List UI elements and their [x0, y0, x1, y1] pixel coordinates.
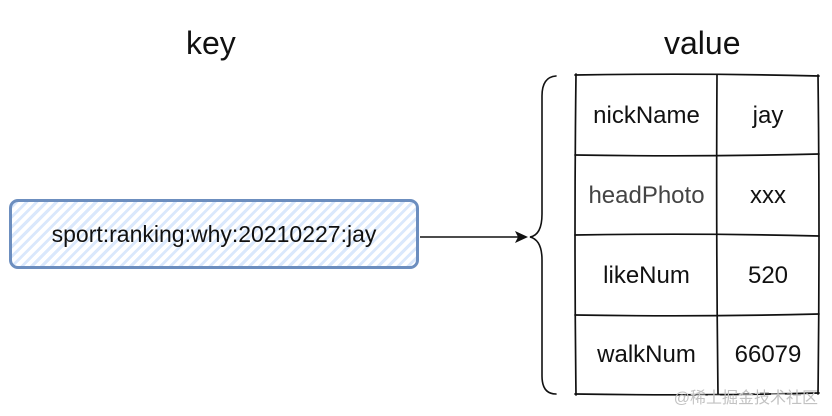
value-cell-likenum: 520 [747, 261, 789, 289]
key-box: sport:ranking:why:20210227:jay [9, 199, 419, 269]
value-cell-walknum: 66079 [734, 341, 802, 368]
table-row-divider-2 [574, 233, 820, 237]
field-cell-nickname: nickName [593, 101, 700, 129]
table-border-right [817, 74, 820, 395]
field-cell-likenum: likeNum [603, 261, 690, 289]
table-row-divider-1 [574, 153, 820, 157]
field-cell-headphoto: headPhoto [588, 181, 705, 209]
table-border-bottom [574, 392, 820, 396]
value-heading: value [664, 25, 741, 61]
watermark: @稀土掘金技术社区 [673, 390, 818, 407]
field-cell-walknum: walkNum [597, 341, 696, 368]
arrow-head [515, 231, 528, 243]
key-heading: key [186, 25, 236, 61]
key-text: sport:ranking:why:20210227:jay [51, 220, 377, 247]
table-row-divider-3 [574, 313, 820, 317]
curly-brace [529, 75, 557, 395]
value-cell-nickname: jay [752, 101, 784, 129]
value-table-grid [574, 73, 820, 396]
table-border-top [574, 73, 820, 77]
value-cell-headphoto: xxx [750, 181, 786, 209]
